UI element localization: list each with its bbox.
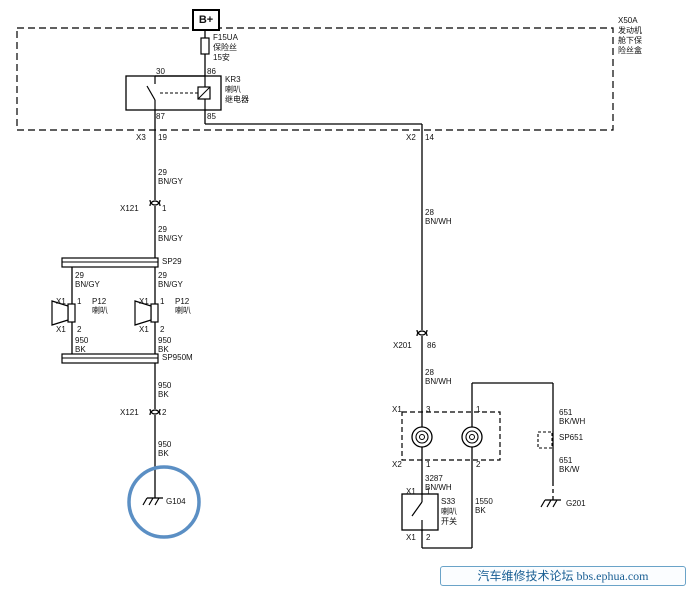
switch-pin-top: 1 bbox=[426, 487, 431, 496]
horn-right-x1b: X1 bbox=[139, 325, 149, 334]
wire-651b-num: 651 bbox=[559, 456, 573, 465]
connector-x1-sw-pin3: 3 bbox=[426, 405, 431, 414]
switch-id: S33 bbox=[441, 497, 456, 506]
horn-left-body bbox=[67, 303, 76, 323]
horn-right-icon bbox=[134, 300, 152, 326]
relay-pin-30: 30 bbox=[156, 67, 165, 76]
splice-sp651-label: SP651 bbox=[559, 433, 584, 442]
connector-x2-sw: X2 bbox=[392, 460, 402, 469]
horn-right-pin2: 2 bbox=[160, 325, 165, 334]
fuse-name: 保险丝 bbox=[213, 43, 237, 52]
wire-950c-col: BK bbox=[158, 390, 169, 399]
splice-sp950m-label: SP950M bbox=[162, 353, 193, 362]
highlight-circle-g104 bbox=[127, 465, 201, 539]
relay-pin-85: 85 bbox=[207, 112, 216, 121]
horn-left-pin1: 1 bbox=[77, 297, 82, 306]
wire-950r-num: 950 bbox=[158, 336, 172, 345]
horn-left-icon bbox=[51, 300, 69, 326]
fusebox-id: X50A bbox=[618, 16, 638, 25]
fuse-rating: 15安 bbox=[213, 53, 230, 62]
connector-x121-top: X121 bbox=[120, 204, 139, 213]
fusebox-name-2: 舱下保 bbox=[618, 36, 642, 45]
switch-pin-bot: 2 bbox=[426, 533, 431, 542]
connector-x121-bot: X121 bbox=[120, 408, 139, 417]
wire-29l-col: BN/GY bbox=[75, 280, 100, 289]
connector-x121-top-pin: 1 bbox=[162, 204, 167, 213]
wire-29b-num: 29 bbox=[158, 225, 167, 234]
connector-x1-sw: X1 bbox=[392, 405, 402, 414]
wire-28a-num: 28 bbox=[425, 208, 434, 217]
wire-950d-num: 950 bbox=[158, 440, 172, 449]
relay-pin-87: 87 bbox=[156, 112, 165, 121]
switch-name-2: 开关 bbox=[441, 517, 457, 526]
switch-x1b: X1 bbox=[406, 533, 416, 542]
coil-right bbox=[461, 426, 483, 448]
horn-left-x1b: X1 bbox=[56, 325, 66, 334]
horn-right-body bbox=[150, 303, 159, 323]
wire-950c-num: 950 bbox=[158, 381, 172, 390]
horn-left-x1: X1 bbox=[56, 297, 66, 306]
wire-950d-col: BK bbox=[158, 449, 169, 458]
wire-29b-col: BN/GY bbox=[158, 234, 183, 243]
fusebox-outline bbox=[16, 27, 614, 131]
relay-contact bbox=[146, 85, 156, 101]
connector-x1-sw-pin1: 1 bbox=[476, 405, 481, 414]
connector-x121-bot-pin: 2 bbox=[162, 408, 167, 417]
wire-3287-col: BN/WH bbox=[425, 483, 452, 492]
splice-sp29-label: SP29 bbox=[162, 257, 182, 266]
horn-right-pin1: 1 bbox=[160, 297, 165, 306]
clockspring-box bbox=[401, 411, 501, 461]
horn-right-name: 喇叭 bbox=[175, 306, 191, 315]
wire-1550-num: 1550 bbox=[475, 497, 493, 506]
fusebox-name-1: 发动机 bbox=[618, 26, 642, 35]
horn-left-pin2: 2 bbox=[77, 325, 82, 334]
connector-x2-sw-pin1: 1 bbox=[426, 460, 431, 469]
wire-29r-num: 29 bbox=[158, 271, 167, 280]
horn-mid-id: P12 bbox=[92, 297, 107, 306]
horn-right-id: P12 bbox=[175, 297, 190, 306]
wire-651a-num: 651 bbox=[559, 408, 573, 417]
wire-651b-col: BK/W bbox=[559, 465, 580, 474]
wire-28b-col: BN/WH bbox=[425, 377, 452, 386]
footer-watermark: 汽车维修技术论坛 bbs.ephua.com bbox=[440, 566, 686, 586]
relay-name-1: 喇叭 bbox=[225, 85, 241, 94]
connector-x3: X3 bbox=[136, 133, 146, 142]
connector-x3-pin: 19 bbox=[158, 133, 167, 142]
ground-g201: G201 bbox=[566, 499, 586, 508]
connector-x201-pin: 86 bbox=[427, 341, 436, 350]
ground-g104: G104 bbox=[166, 497, 186, 506]
wire-29a-num: 29 bbox=[158, 168, 167, 177]
horn-mid-name: 喇叭 bbox=[92, 306, 108, 315]
relay-pin-86: 86 bbox=[207, 67, 216, 76]
wire-29l-num: 29 bbox=[75, 271, 84, 280]
wire-950l-col: BK bbox=[75, 345, 86, 354]
coil-left bbox=[411, 426, 433, 448]
connector-x2-pin: 14 bbox=[425, 133, 434, 142]
horn-right-x1: X1 bbox=[139, 297, 149, 306]
connector-x2: X2 bbox=[406, 133, 416, 142]
fuse-id: F15UA bbox=[213, 33, 238, 42]
horn-switch-box bbox=[401, 493, 439, 531]
fusebox-name-3: 险丝盒 bbox=[618, 46, 642, 55]
relay-id: KR3 bbox=[225, 75, 241, 84]
wire-651a-col: BK/WH bbox=[559, 417, 586, 426]
wire-1550-col: BK bbox=[475, 506, 486, 515]
power-bplus: B+ bbox=[192, 9, 220, 31]
fuse-symbol bbox=[200, 37, 210, 55]
connector-x201: X201 bbox=[393, 341, 412, 350]
switch-x1: X1 bbox=[406, 487, 416, 496]
splice-sp651 bbox=[537, 431, 553, 449]
connector-x2-sw-pin2: 2 bbox=[476, 460, 481, 469]
wire-950l-num: 950 bbox=[75, 336, 89, 345]
wire-3287-num: 3287 bbox=[425, 474, 443, 483]
relay-name-2: 继电器 bbox=[225, 95, 249, 104]
wire-950r-col: BK bbox=[158, 345, 169, 354]
wire-29r-col: BN/GY bbox=[158, 280, 183, 289]
wire-29a-col: BN/GY bbox=[158, 177, 183, 186]
wire-28a-col: BN/WH bbox=[425, 217, 452, 226]
wire-28b-num: 28 bbox=[425, 368, 434, 377]
switch-name-1: 喇叭 bbox=[441, 507, 457, 516]
